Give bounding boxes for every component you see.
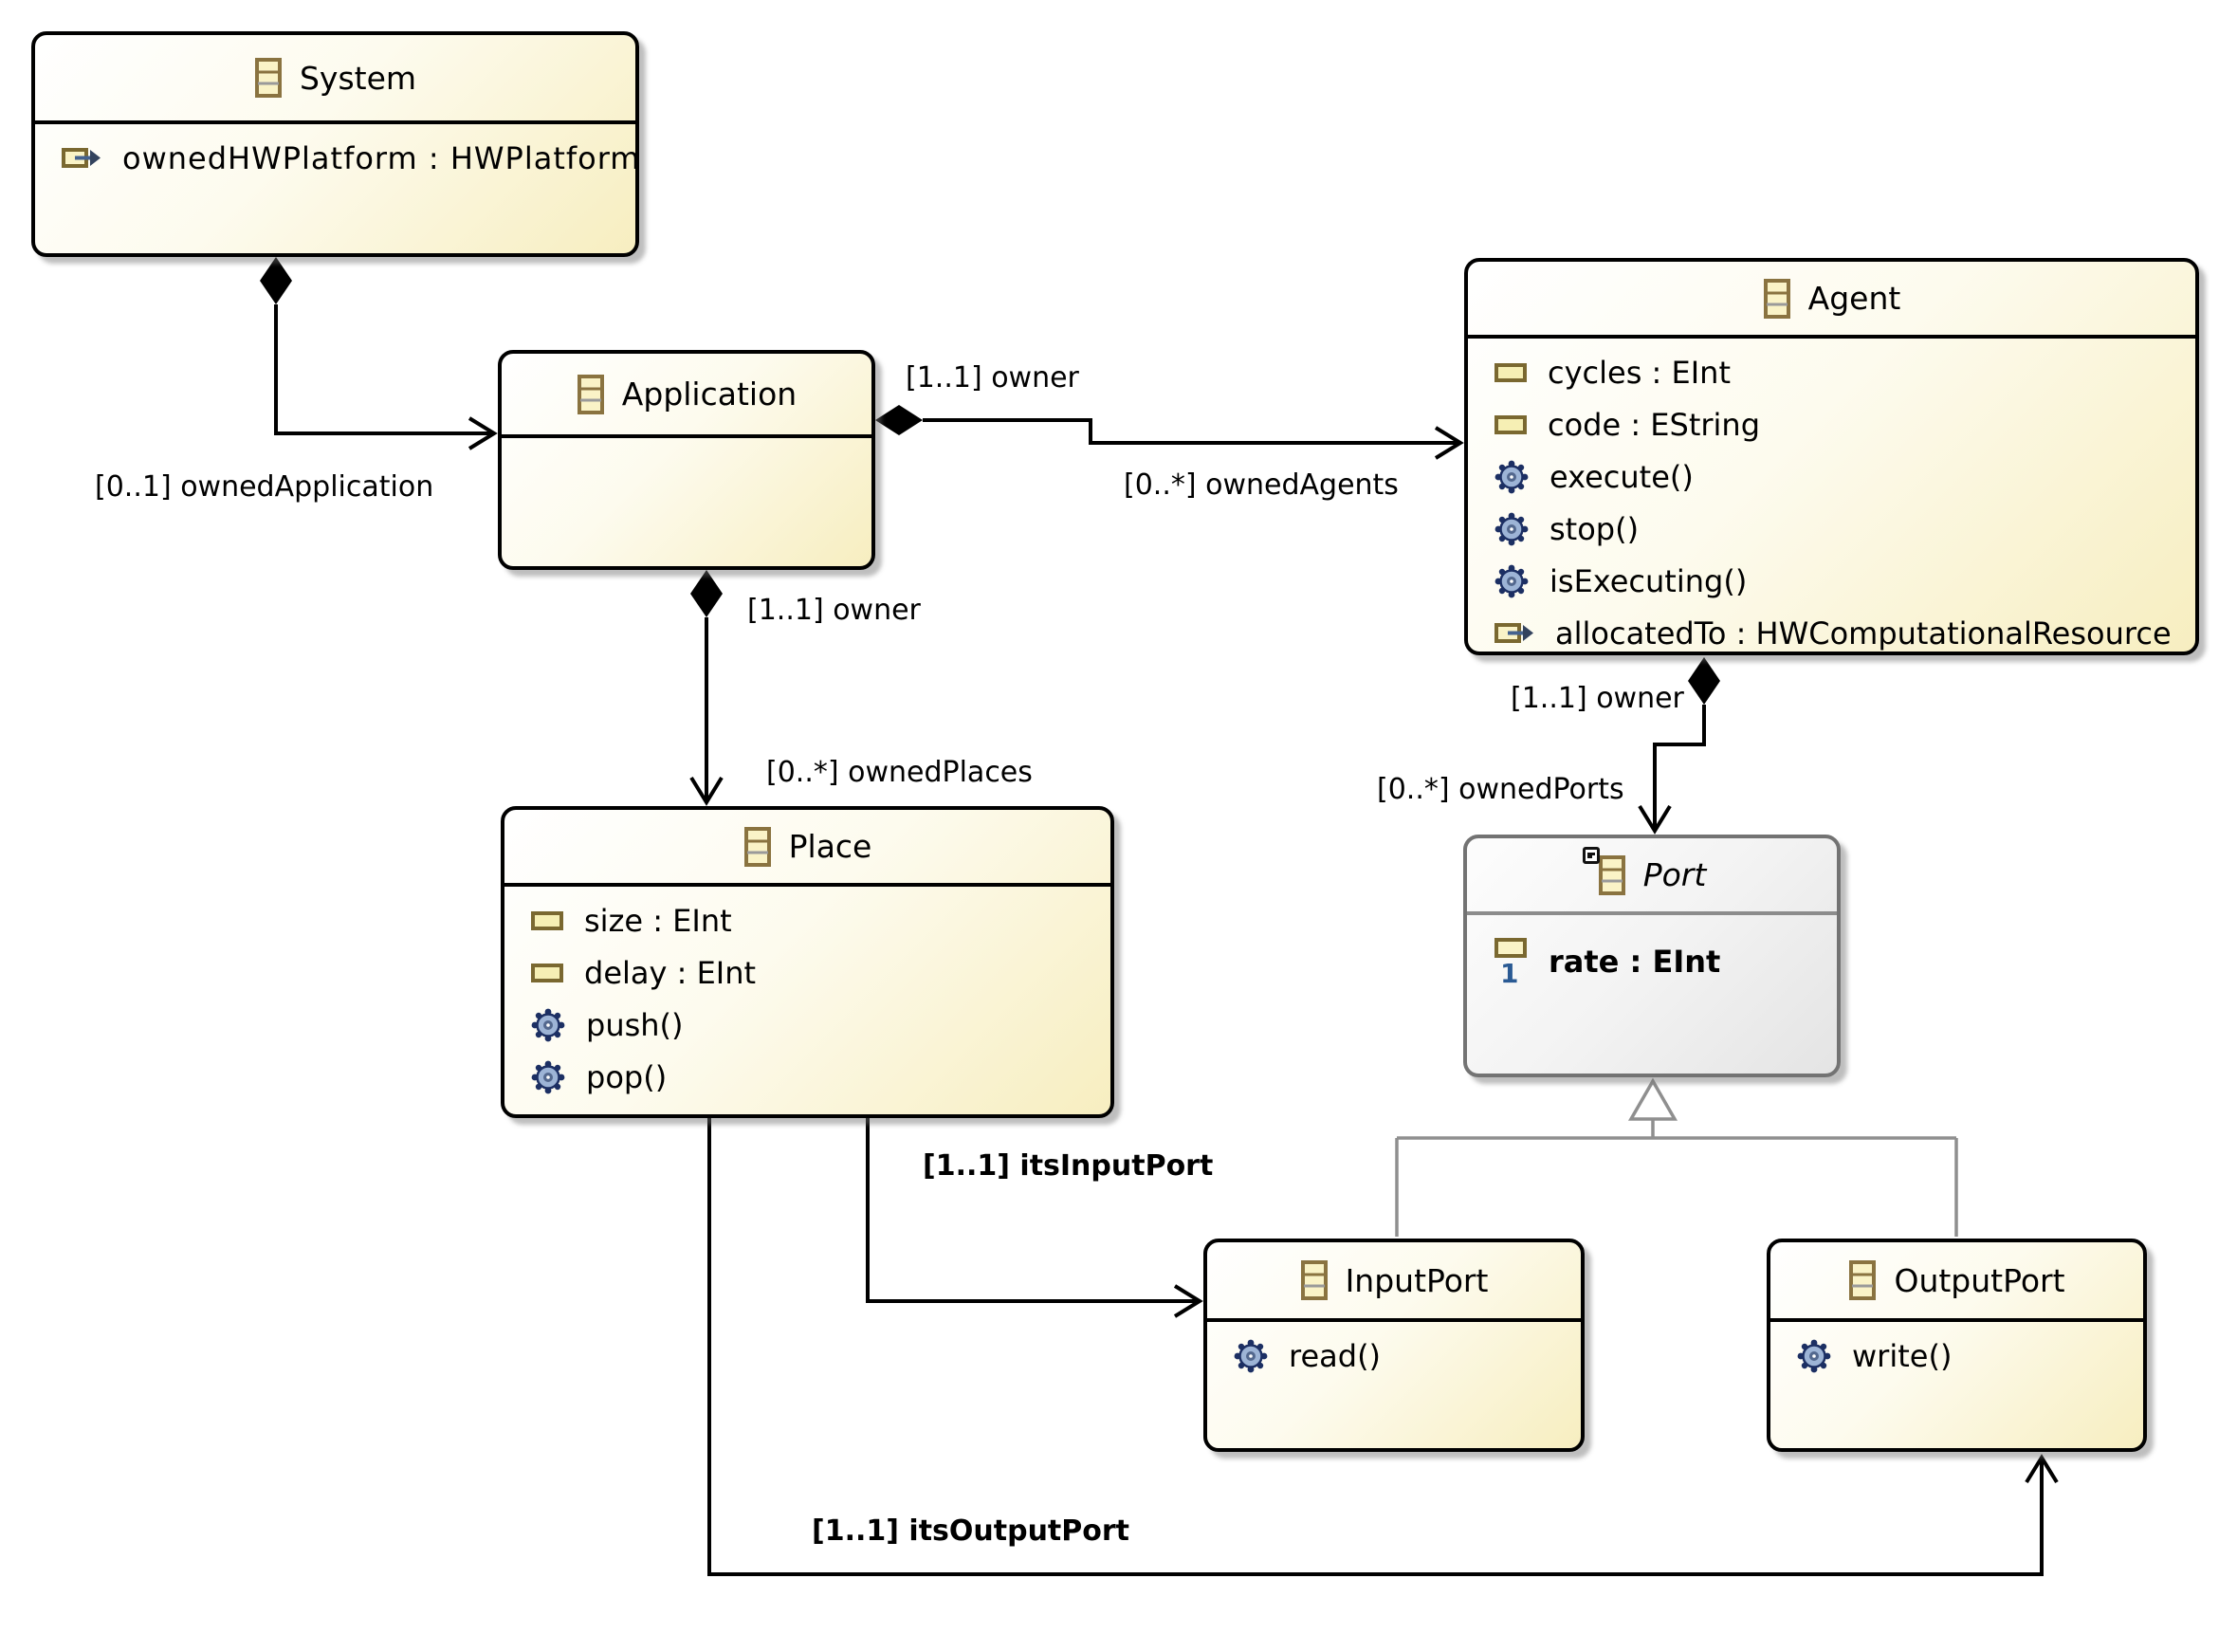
open-arrowhead bbox=[2025, 1454, 2059, 1484]
member-text: size : EInt bbox=[584, 902, 732, 939]
composition-diamond bbox=[690, 570, 723, 617]
class-icon bbox=[254, 57, 283, 99]
open-arrowhead bbox=[1638, 804, 1672, 835]
class-title: System bbox=[299, 59, 417, 97]
class-icon bbox=[1848, 1259, 1877, 1301]
member-row[interactable]: allocatedTo : HWComputationalResource bbox=[1468, 607, 2195, 659]
open-arrowhead bbox=[689, 776, 724, 806]
edge-label-owned-ports[interactable]: [0..*] ownedPorts bbox=[1377, 773, 1624, 806]
class-box-port[interactable]: Port 1 rate : EInt bbox=[1463, 835, 1841, 1077]
class-box-outputport[interactable]: OutputPort write() bbox=[1767, 1239, 2147, 1452]
member-text: execute() bbox=[1549, 458, 1694, 495]
edge-label-its-output-port[interactable]: [1..1] itsOutputPort bbox=[812, 1514, 1129, 1548]
edge-place-outputport[interactable] bbox=[707, 1118, 2059, 1576]
composition-diamond bbox=[875, 405, 923, 435]
edge-label-its-input-port[interactable]: [1..1] itsInputPort bbox=[923, 1149, 1214, 1183]
member-row[interactable]: size : EInt bbox=[504, 894, 1110, 946]
member-text: isExecuting() bbox=[1549, 562, 1748, 599]
operation-gear-icon bbox=[1494, 512, 1529, 546]
required-attribute-icon: 1 bbox=[1494, 937, 1528, 986]
member-row[interactable]: 1 rate : EInt bbox=[1467, 928, 1837, 995]
member-text: pop() bbox=[586, 1058, 668, 1095]
class-box-application[interactable]: Application bbox=[498, 350, 875, 570]
attribute-icon bbox=[1494, 414, 1527, 435]
attribute-icon bbox=[531, 963, 563, 983]
member-row[interactable]: stop() bbox=[1468, 503, 2195, 555]
generalization-triangle bbox=[1627, 1077, 1678, 1121]
edge-application-agent[interactable] bbox=[875, 405, 1464, 460]
member-text: cycles : EInt bbox=[1548, 354, 1731, 391]
attribute-icon bbox=[1494, 362, 1527, 383]
edge-label-agent-port-owner[interactable]: [1..1] owner bbox=[1511, 682, 1684, 715]
operation-gear-icon bbox=[1494, 460, 1529, 494]
operation-gear-icon bbox=[1494, 564, 1529, 598]
member-row[interactable]: cycles : EInt bbox=[1468, 346, 2195, 398]
reference-icon bbox=[62, 145, 101, 172]
class-title: InputPort bbox=[1345, 1261, 1489, 1299]
member-row[interactable]: read() bbox=[1207, 1330, 1581, 1382]
member-text: ownedHWPlatform : HWPlatform bbox=[122, 139, 635, 176]
open-arrowhead bbox=[1173, 1284, 1203, 1318]
class-box-agent[interactable]: Agent cycles : EInt code : EString execu… bbox=[1464, 258, 2199, 655]
attribute-icon bbox=[531, 910, 563, 931]
class-title: Agent bbox=[1807, 280, 1901, 317]
class-title: OutputPort bbox=[1894, 1261, 2065, 1299]
member-row[interactable]: pop() bbox=[504, 1051, 1110, 1103]
class-icon bbox=[1300, 1259, 1329, 1301]
open-arrowhead bbox=[468, 416, 498, 450]
class-box-inputport[interactable]: InputPort read() bbox=[1203, 1239, 1585, 1452]
member-row[interactable]: delay : EInt bbox=[504, 946, 1110, 999]
class-box-place[interactable]: Place size : EInt delay : EInt push() bbox=[501, 806, 1114, 1118]
member-row[interactable]: write() bbox=[1770, 1330, 2143, 1382]
composition-diamond bbox=[1688, 657, 1720, 705]
member-text: push() bbox=[586, 1006, 684, 1043]
operation-gear-icon bbox=[531, 1008, 565, 1042]
class-icon bbox=[1763, 278, 1791, 320]
class-title: Place bbox=[788, 828, 872, 865]
svg-text:1: 1 bbox=[1500, 958, 1518, 986]
edge-label-owned-places[interactable]: [0..*] ownedPlaces bbox=[766, 756, 1033, 789]
class-title: Port bbox=[1642, 856, 1707, 893]
edge-application-place[interactable] bbox=[689, 570, 724, 806]
class-title: Application bbox=[621, 376, 798, 413]
edge-generalization-ports[interactable] bbox=[1395, 1077, 1958, 1237]
operation-gear-icon bbox=[1797, 1339, 1831, 1373]
member-text: allocatedTo : HWComputationalResource bbox=[1555, 615, 2172, 652]
member-row[interactable]: push() bbox=[504, 999, 1110, 1051]
operation-gear-icon bbox=[1234, 1339, 1268, 1373]
member-text: rate : EInt bbox=[1549, 944, 1721, 980]
edge-label-app-place-owner[interactable]: [1..1] owner bbox=[747, 594, 921, 627]
member-text: code : EString bbox=[1548, 406, 1761, 443]
class-box-system[interactable]: System ownedHWPlatform : HWPlatform bbox=[31, 31, 639, 257]
member-text: read() bbox=[1289, 1337, 1382, 1374]
member-text: delay : EInt bbox=[584, 954, 757, 991]
composition-diamond bbox=[260, 257, 292, 304]
edge-label-app-agent-owner[interactable]: [1..1] owner bbox=[906, 361, 1079, 395]
member-row[interactable]: code : EString bbox=[1468, 398, 2195, 450]
member-text: stop() bbox=[1549, 510, 1640, 547]
class-icon bbox=[577, 374, 605, 415]
class-icon bbox=[743, 826, 772, 868]
member-text: write() bbox=[1852, 1337, 1953, 1374]
edge-place-inputport[interactable] bbox=[866, 1118, 1203, 1318]
reference-icon bbox=[1494, 620, 1534, 647]
edge-system-application[interactable] bbox=[260, 257, 498, 450]
open-arrowhead bbox=[1434, 426, 1464, 460]
member-row[interactable]: isExecuting() bbox=[1468, 555, 2195, 607]
edge-agent-port[interactable] bbox=[1638, 657, 1720, 835]
abstract-class-icon bbox=[1582, 846, 1626, 896]
member-row[interactable]: execute() bbox=[1468, 450, 2195, 503]
edge-label-owned-agents[interactable]: [0..*] ownedAgents bbox=[1124, 468, 1399, 502]
abstract-marker-icon bbox=[1582, 846, 1600, 864]
edge-label-owned-application[interactable]: [0..1] ownedApplication bbox=[95, 470, 434, 504]
operation-gear-icon bbox=[531, 1060, 565, 1094]
member-row[interactable]: ownedHWPlatform : HWPlatform bbox=[35, 132, 635, 184]
